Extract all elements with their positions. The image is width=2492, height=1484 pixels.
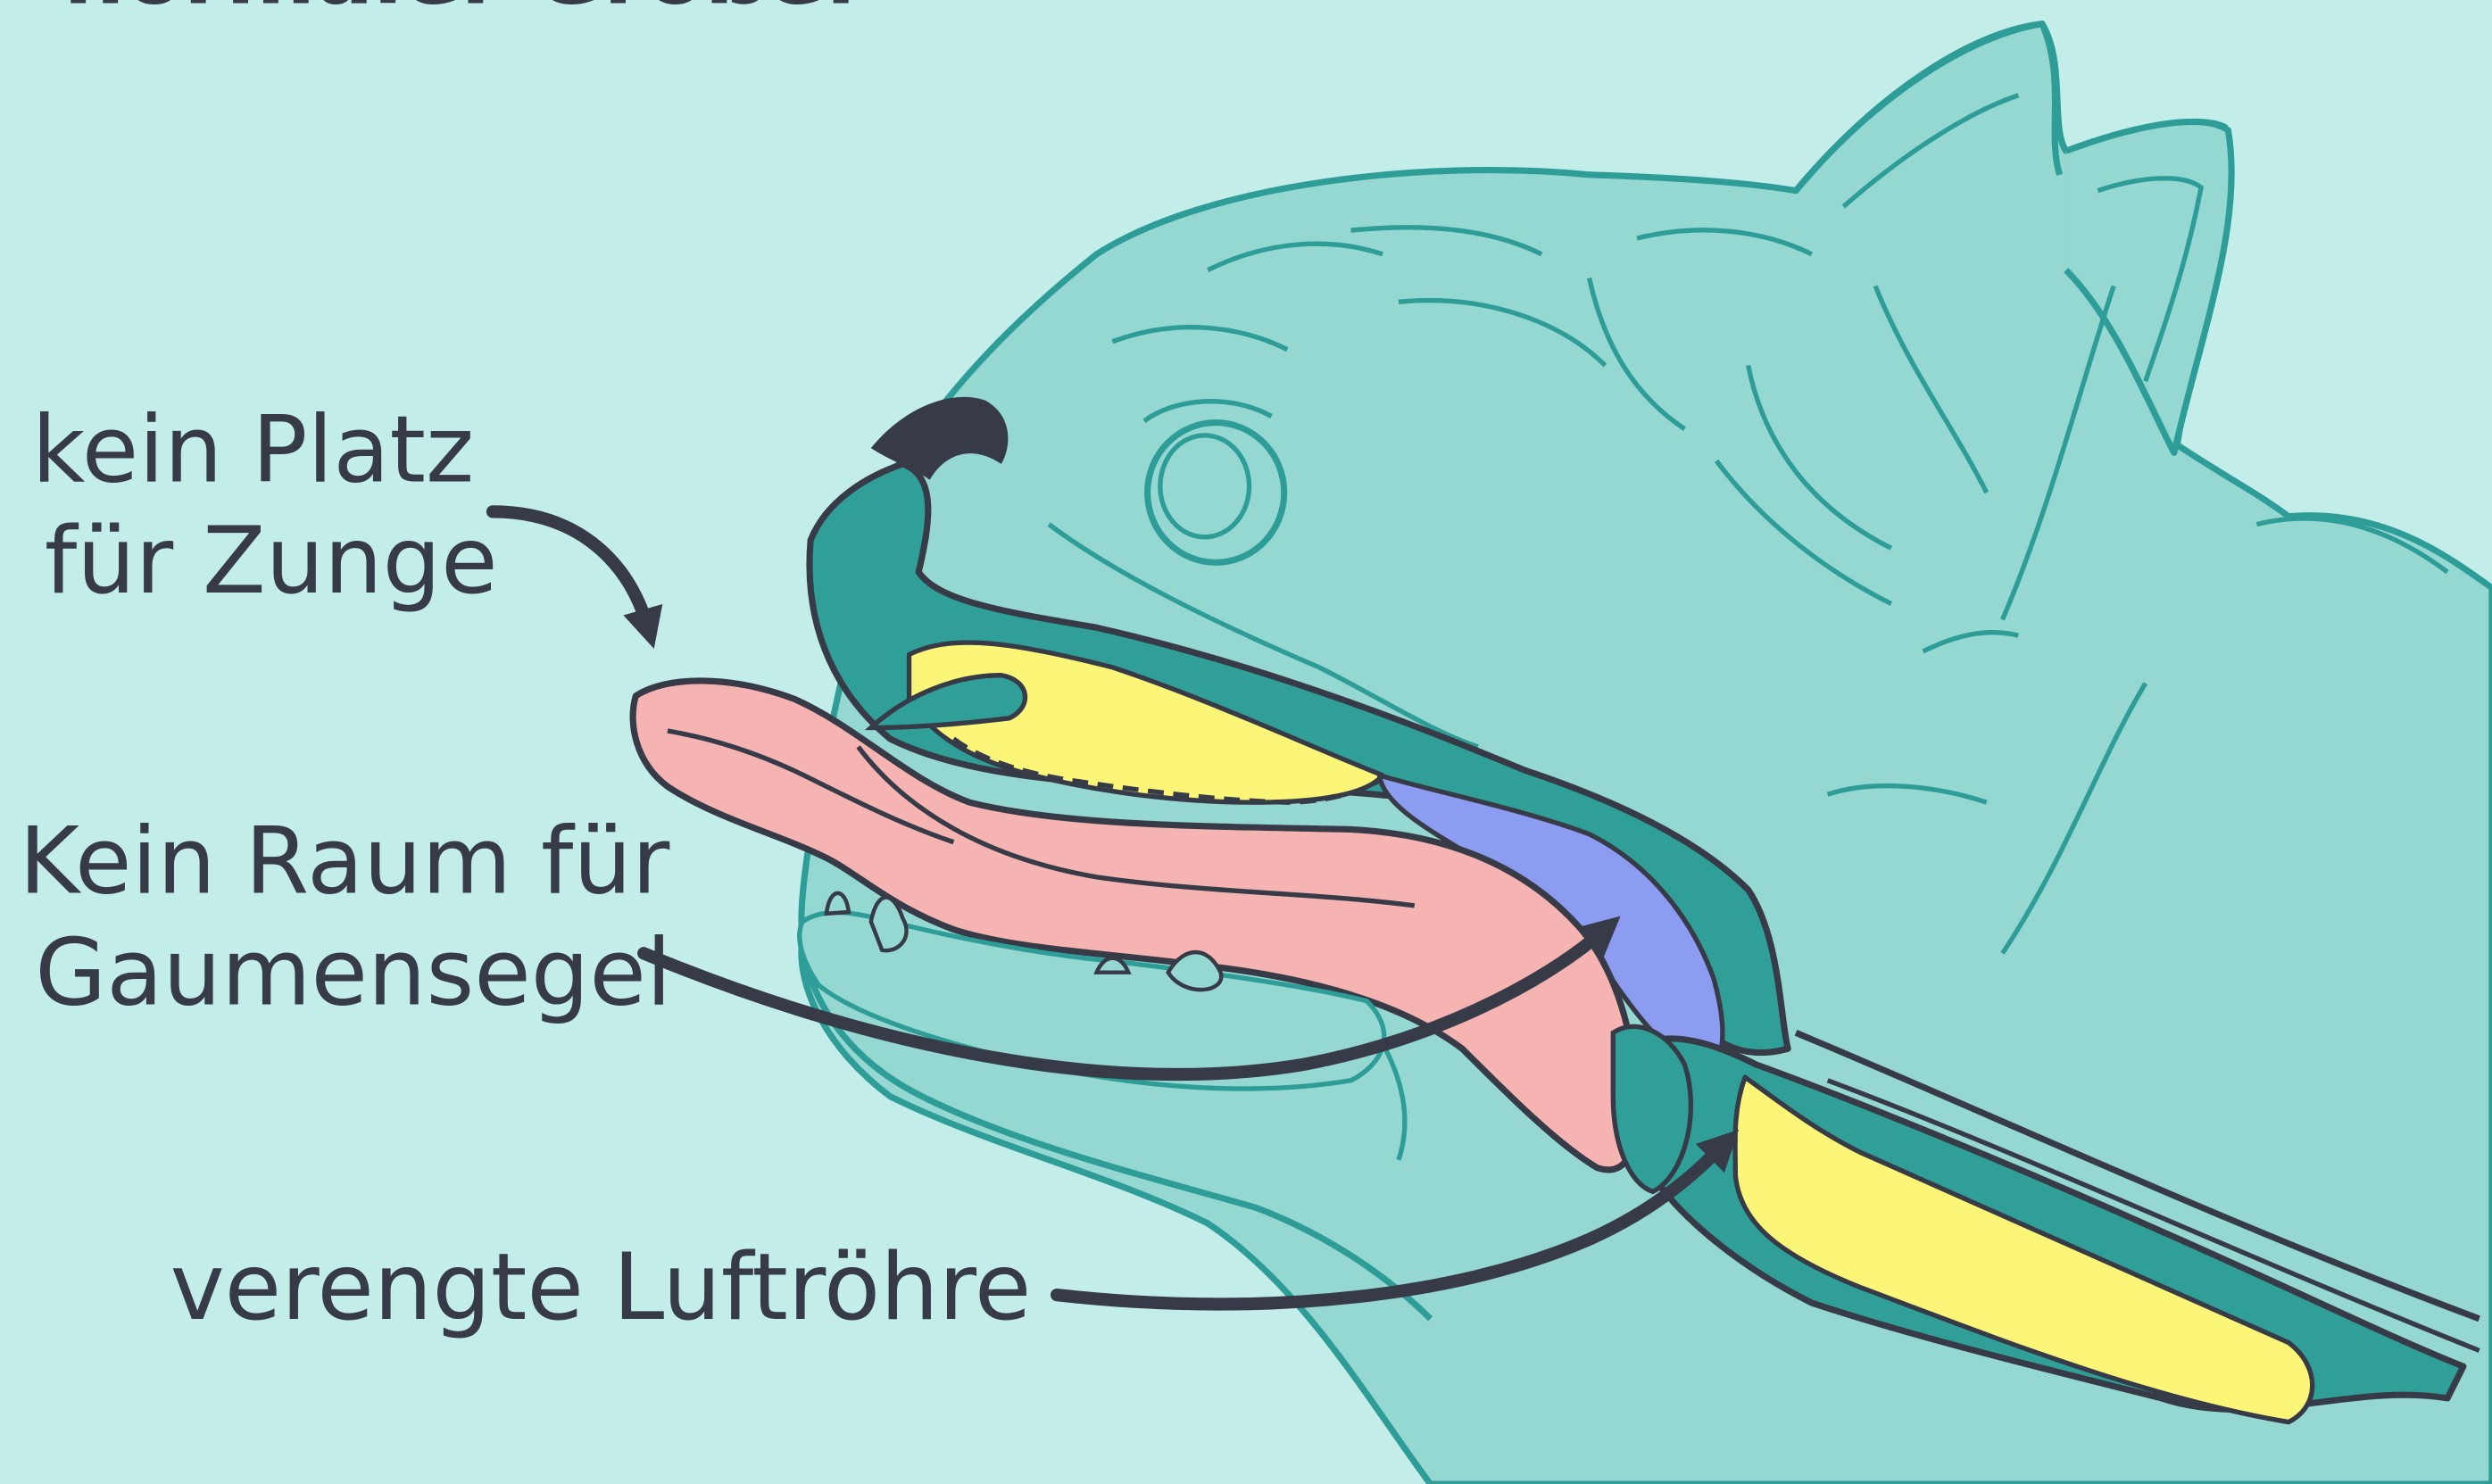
label-tongue-line1: kein Platz — [32, 396, 474, 503]
label-tongue-line2: für Zunge — [45, 508, 498, 615]
eye — [1148, 423, 1284, 563]
label-trachea: verengte Luftröhre — [170, 1234, 1032, 1341]
label-palate-line1: Kein Raum für — [19, 808, 669, 916]
heading-fragment: normaler Größe. — [63, 0, 857, 24]
label-palate-line2: Gaumensegel — [35, 919, 671, 1026]
